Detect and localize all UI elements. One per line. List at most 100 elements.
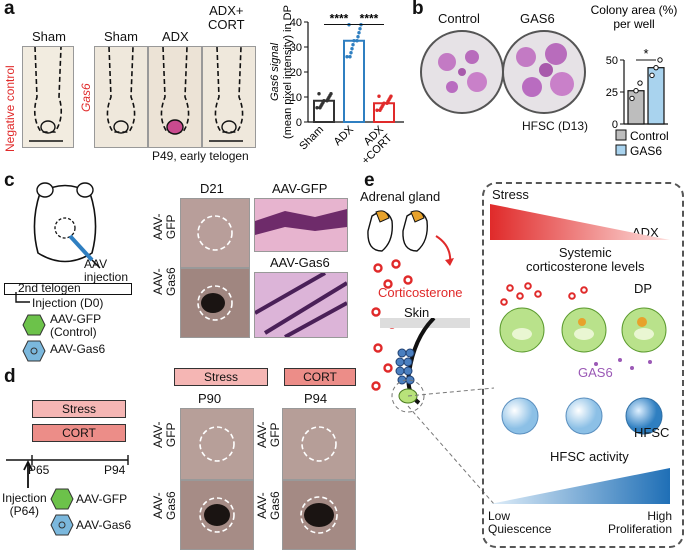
dp-cells-illustration xyxy=(499,282,667,370)
chart-b-legend-swatch xyxy=(615,129,627,141)
systemic-label: Systemic corticosterone levels xyxy=(526,245,645,274)
chart-b-point xyxy=(637,80,643,86)
p94-gas6-photo xyxy=(282,480,356,550)
panel-d-letter: d xyxy=(4,366,16,387)
gas6-label: Gas6 xyxy=(79,83,93,112)
chart-a-y-tick-label: 10 xyxy=(290,92,302,104)
chart-b-sig-label: * xyxy=(643,46,648,61)
row-gfp-label: AAV- GFP xyxy=(151,213,178,240)
d21-label: D21 xyxy=(200,181,224,196)
telogen-timeline-bar xyxy=(4,283,132,295)
chart-a-point xyxy=(355,39,359,43)
negative-control-image xyxy=(22,46,74,148)
adx-label: ADX xyxy=(162,29,189,44)
high-proliferation-label: High Proliferation xyxy=(608,509,673,536)
chart-a-point xyxy=(356,35,360,39)
chart-a-x-tick-label: ADX xyxy=(332,123,357,148)
histo-gfp-label: AAV-GFP xyxy=(272,181,328,196)
chart-a-point xyxy=(345,55,349,59)
chart-a-point xyxy=(377,94,381,98)
injection-d0-label: Injection (D0) xyxy=(32,296,104,310)
hfsc-label: HFSC xyxy=(634,425,670,440)
chart-b-bar xyxy=(627,90,645,125)
gfp-hexagon-icon-d xyxy=(50,488,74,510)
p90-gas6-photo xyxy=(180,480,254,550)
chart-b-y-tick-label: 0 xyxy=(612,119,618,131)
chart-b-point xyxy=(657,57,663,63)
adx-image xyxy=(148,46,202,148)
chart-a-point xyxy=(348,55,352,59)
chart-a-point xyxy=(350,47,354,51)
chart-a-sig-label: **** xyxy=(330,12,349,26)
adx-cort-image xyxy=(202,46,256,148)
chart-a-point xyxy=(315,106,319,110)
chart-b-legend-label: Control xyxy=(630,129,669,143)
chart-a-y-tick-label: 20 xyxy=(290,67,302,79)
adrenal-label: Adrenal gland xyxy=(360,189,441,204)
sham-left-label: Sham xyxy=(32,29,66,44)
p94-header-label: P94 xyxy=(304,391,328,406)
injection-p64-label: Injection (P64) xyxy=(2,491,47,518)
histo-gfp-image xyxy=(254,198,348,252)
gas6-dish xyxy=(502,30,586,114)
d21-gas6-photo xyxy=(180,268,250,338)
control-label: Control xyxy=(438,11,480,26)
injection-arrow-icon xyxy=(15,292,30,303)
corticosterone-dots xyxy=(371,259,413,391)
row-gas6-label: AAV- Gas6 xyxy=(151,267,178,296)
chart-b-point xyxy=(649,72,655,79)
chart-a-y-tick-label: 40 xyxy=(290,17,302,29)
stress-bar: Stress xyxy=(32,400,126,418)
chart-a-point xyxy=(317,92,321,96)
chart-a-y-tick-label: 0 xyxy=(296,117,302,129)
chart-b-point xyxy=(633,88,639,94)
chart-a-point xyxy=(375,108,379,112)
chart-a-point xyxy=(349,51,353,55)
chart-b-legend-swatch xyxy=(615,144,627,156)
gas6-label-e: GAS6 xyxy=(578,365,613,380)
panel-c-letter: c xyxy=(4,170,15,191)
low-quiescence-label: Low Quiescence xyxy=(488,509,552,536)
aav-injection-label: AAV injection xyxy=(84,257,129,284)
row-gfp-d-label: AAV- GFP xyxy=(151,421,178,448)
chart-a-point xyxy=(385,101,389,105)
p94-label: P94 xyxy=(104,463,126,477)
telogen-label: 2nd telogen xyxy=(18,281,81,295)
skin-label: Skin xyxy=(404,305,430,320)
chart-b-y-tick-label: 25 xyxy=(606,87,618,99)
gas6-legend-label: AAV-Gas6 xyxy=(50,342,106,356)
chart-a-y-tick-label: 30 xyxy=(290,42,302,54)
gas6-hexagon-icon-d xyxy=(50,514,74,536)
chart-a-sig-label: **** xyxy=(360,12,379,26)
chart-a-point xyxy=(358,27,362,31)
panel-a-letter: a xyxy=(4,0,15,19)
gfp-legend-d: AAV-GFP xyxy=(76,492,128,506)
chart-a-bar xyxy=(343,39,365,123)
chart-a-bar xyxy=(313,99,335,123)
panel-b-caption: HFSC (D13) xyxy=(522,119,589,133)
chart-a-ylabel: Gas6 signal(mean pixel intensity) in DP xyxy=(269,5,294,139)
chart-a-point xyxy=(351,43,355,47)
follicle-outline xyxy=(29,46,63,142)
adrenal-gland-icon xyxy=(367,210,454,266)
chart-b-y-tick-label: 50 xyxy=(606,55,618,67)
histo-gas6-label: AAV-Gas6 xyxy=(270,255,330,270)
chart-a-point xyxy=(352,39,356,43)
sham-label: Sham xyxy=(104,29,138,44)
panel-b-letter: b xyxy=(412,0,424,19)
activity-gradient-triangle xyxy=(490,468,670,504)
chart-b-title: Colony area (%)per well xyxy=(591,3,678,31)
p90-label: P90 xyxy=(198,391,222,406)
negative-control-label: Negative control xyxy=(3,65,17,152)
sham-image xyxy=(94,46,148,148)
gfp-hexagon-icon xyxy=(22,314,46,336)
cort-bar: CORT xyxy=(32,424,126,442)
hfsc-cells-illustration xyxy=(501,397,663,435)
activity-label: HFSC activity xyxy=(550,449,629,464)
panel-a-caption: P49, early telogen xyxy=(152,149,249,163)
p65-label: P65 xyxy=(28,463,50,477)
p90-gfp-photo xyxy=(180,408,254,480)
chart-a-x-tick-label: ADX+CORT xyxy=(351,123,395,167)
